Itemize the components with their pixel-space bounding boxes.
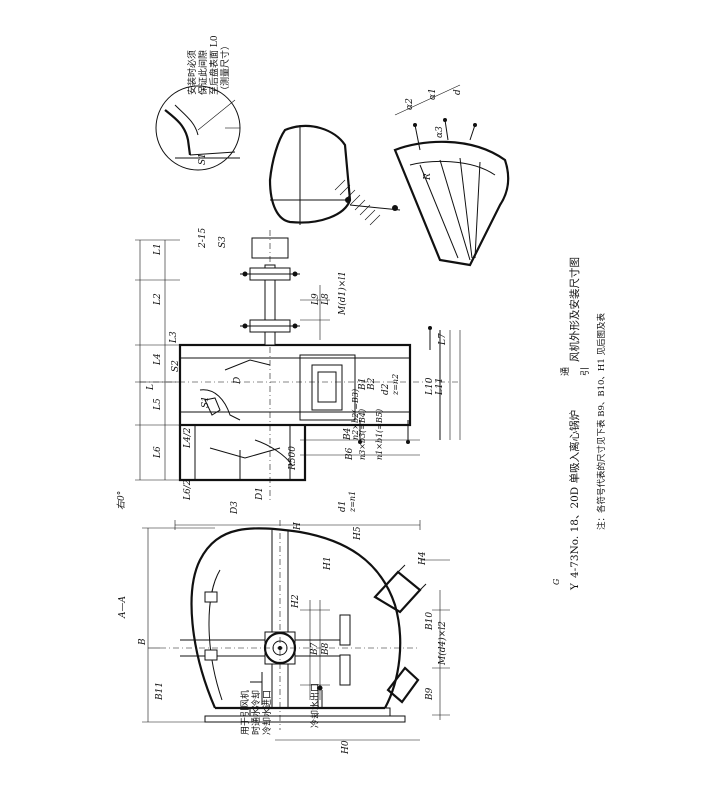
dim-D3: D3 <box>230 501 240 515</box>
drawing-note: 注：各符号代表的尺寸见下表 B9、B10、H1 见后图及表 <box>596 313 607 530</box>
dim-B11: B11 <box>155 682 165 701</box>
dim-M-d4-l2: M(d4)×l2 <box>437 621 448 666</box>
detail-alpha1: α1 <box>428 88 438 100</box>
title-stack-top: 通 <box>560 367 571 376</box>
dim-L8: L8 <box>321 293 331 306</box>
dim-L10: L10 <box>425 377 435 396</box>
pulley-view <box>268 125 401 226</box>
seal-note-line2: 保证此间隙 <box>197 50 209 95</box>
dim-H4: H4 <box>418 551 428 566</box>
outlet-note: 冷却水出口 <box>309 683 321 728</box>
dim-n2b2: n2×b2(=B3) <box>351 389 360 440</box>
detail-d: d <box>453 89 463 95</box>
dim-L4: L4 <box>153 353 163 366</box>
dim-S3: S3 <box>218 236 228 248</box>
dim-L5: L5 <box>153 398 163 411</box>
cooling-note-line1: 用于引风机 <box>239 690 251 735</box>
dim-L2: L2 <box>153 293 163 306</box>
dim-L11: L11 <box>435 378 445 396</box>
title-stack-bottom: 引 <box>580 367 591 376</box>
detail-alpha3: α3 <box>435 126 445 138</box>
title-prefix: Y <box>569 582 581 591</box>
seal-detail: S1 安装时必须 保证此间隙 至后盘表面 L0 （测量尺寸） <box>155 35 241 171</box>
dim-z-n1: z=n1 <box>348 491 357 513</box>
dim-H1: H1 <box>323 556 333 571</box>
title-superscript: G <box>552 578 561 585</box>
dim-B1: B1 <box>358 378 368 391</box>
dim-H: H <box>293 522 303 531</box>
hatched-mounting <box>334 179 381 226</box>
seal-note-line1: 安装时必须 <box>186 50 198 95</box>
dim-B9: B9 <box>425 687 435 701</box>
dim-d2: d2 <box>381 383 391 395</box>
dim-B8: B8 <box>321 642 331 656</box>
detail-R: R <box>423 173 433 181</box>
dim-B10: B10 <box>425 612 435 631</box>
seal-note-line3: 至后盘表面 L0 <box>208 35 220 95</box>
dim-B6: B6 <box>345 447 355 461</box>
dim-B7: B7 <box>310 642 320 656</box>
dim-L1: L1 <box>153 243 163 256</box>
dim-d1: d1 <box>338 501 348 513</box>
detail-alpha2: α2 <box>405 98 415 110</box>
cooling-note-line2: 时通水冷却 <box>250 690 262 735</box>
dim-H0: H0 <box>341 740 351 755</box>
section-title: A—A <box>118 596 128 619</box>
dim-L6: L6 <box>153 446 163 459</box>
dim-L7: L7 <box>438 333 448 346</box>
title-main: 4-73No. 18、20D 单吸入离心锅炉 <box>568 410 581 578</box>
dim-D: D <box>233 377 243 385</box>
section-view: A—A 右0° B B11 H0 H H5 H1 H2 H4 B7 B8 B9 … <box>116 487 450 755</box>
dim-B2: B2 <box>367 377 377 391</box>
dim-n1b1: n1×b1(=B5) <box>375 409 384 460</box>
dim-L4-half: L4/2 <box>183 427 193 449</box>
cooling-note-line3: 冷却水进口 <box>261 690 273 735</box>
dim-L6-half: L6/2 <box>183 479 193 501</box>
cone-detail: α1 α2 α3 d R <box>393 84 510 267</box>
dim-B4: B4 <box>343 427 353 441</box>
dim-M-d1-l1: M(d1)×l1 <box>337 271 348 316</box>
dim-n3b3: n3×b3(=B4) <box>358 409 367 460</box>
dim-2-15: 2-15 <box>198 228 208 249</box>
rotation-label: 右0° <box>116 491 127 510</box>
dim-S1: S1 <box>201 396 211 408</box>
dim-B: B <box>138 638 148 646</box>
dim-H5: H5 <box>353 526 363 541</box>
dim-S2: S2 <box>171 360 181 372</box>
side-view: L L1 L2 L3 L4 L5 L6 L6/2 L4/2 L7 L8 L9 L… <box>135 228 461 501</box>
dim-D1: D1 <box>255 487 265 501</box>
title-block: G Y 4-73No. 18、20D 单吸入离心锅炉 通 引 风机外形及安装尺寸… <box>552 257 607 591</box>
detail-S1: S1 <box>198 153 208 165</box>
seal-note-line4: （测量尺寸） <box>219 41 231 95</box>
title-suffix: 风机外形及安装尺寸图 <box>568 257 581 362</box>
dim-L9: L9 <box>311 293 321 306</box>
dim-z-n2: z=n2 <box>391 374 400 396</box>
dim-R500: R500 <box>288 446 298 471</box>
dim-H2: H2 <box>291 594 301 609</box>
dim-L3: L3 <box>169 331 179 344</box>
dim-L: L <box>146 384 156 391</box>
